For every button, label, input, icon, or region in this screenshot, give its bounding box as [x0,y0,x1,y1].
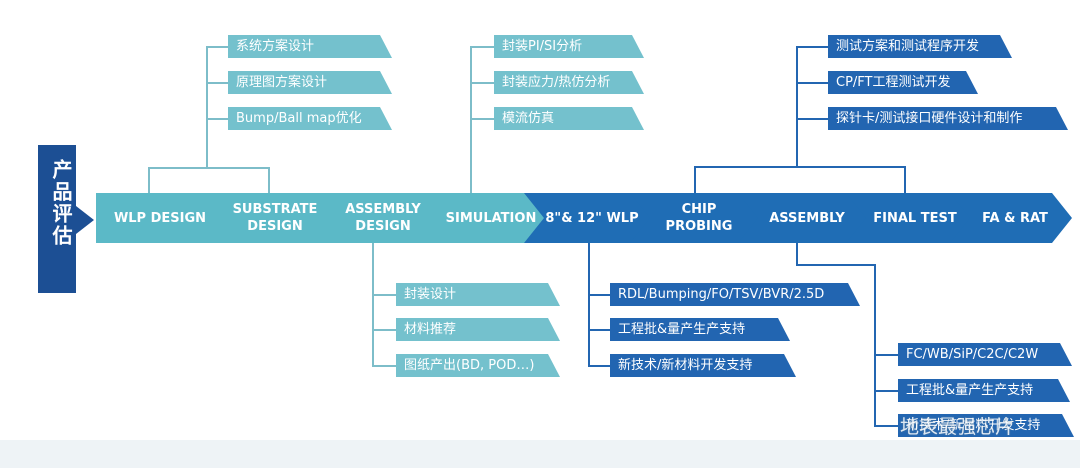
stage-label: WLP DESIGN [113,210,207,226]
connector [148,168,150,193]
connector [588,294,610,296]
connector [588,243,590,366]
probing-item: 测试方案和测试程序开发 [828,35,1012,58]
connector [694,167,696,193]
stage-label: ASSEMBLY DESIGN [345,202,421,234]
connector [372,294,396,296]
connector [796,243,798,265]
connector [874,425,898,427]
assembly-item: 新技术/新材料开发支持 [898,414,1074,437]
bottom-band [0,440,1080,468]
stage-substrate-design: SUBSTRATE DESIGN [206,193,336,243]
design-item: 原理图方案设计 [228,71,392,94]
start-arrow [76,206,94,234]
product-evaluation-label: 产品评估 [49,159,73,247]
probing-item: 探针卡/测试接口硬件设计和制作 [828,107,1068,130]
connector [588,365,610,367]
connector [904,167,906,193]
connector [470,118,494,120]
connector [206,82,228,84]
stage-label: FA & RAT [982,210,1048,226]
connector [796,82,828,84]
connector [874,390,898,392]
stage-wlp-design: WLP DESIGN [96,193,228,243]
stage-label: CHIP PROBING [665,202,733,234]
product-evaluation-block: 产品评估 [38,145,76,293]
simulation-item: 模流仿真 [494,107,644,130]
wlp-item: RDL/Bumping/FO/TSV/BVR/2.5D [610,283,860,306]
connector [372,243,374,366]
connector [470,46,494,48]
probing-item: CP/FT工程测试开发 [828,71,978,94]
assembly-item: FC/WB/SiP/C2C/C2W [898,343,1072,366]
connector [206,46,208,168]
stage-label: SUBSTRATE DESIGN [232,202,318,234]
stage-label: FINAL TEST [873,210,957,226]
assembly-design-item: 图纸产出(BD, POD…) [396,354,560,377]
stage-final-test: FINAL TEST [846,193,976,243]
connector [588,329,610,331]
stage-label: ASSEMBLY [769,210,845,226]
simulation-item: 封装PI/SI分析 [494,35,644,58]
stage-fa-rat: FA & RAT [950,193,1072,243]
wlp-item: 工程批&量产生产支持 [610,318,790,341]
stage-assembly: ASSEMBLY [738,193,868,243]
connector [268,168,270,193]
connector [206,118,228,120]
stage-chip-probing: CHIP PROBING [630,193,760,243]
connector [372,329,396,331]
connector [206,46,228,48]
connector [148,167,270,169]
stage-label: 8"& 12" WLP [545,210,639,226]
connector [796,46,828,48]
stage-label: SIMULATION [445,210,537,226]
watermark: 地表最强芯片 [900,416,1015,438]
assembly-item: 工程批&量产生产支持 [898,379,1070,402]
assembly-design-item: 材料推荐 [396,318,560,341]
stage-wlp: 8"& 12" WLP [524,193,652,243]
wlp-item: 新技术/新材料开发支持 [610,354,796,377]
assembly-design-item: 封装设计 [396,283,560,306]
connector [796,264,876,266]
connector [470,82,494,84]
design-item: Bump/Ball map优化 [228,107,392,130]
connector [796,46,798,167]
connector [796,118,828,120]
connector [874,264,876,426]
simulation-item: 封装应力/热仿分析 [494,71,644,94]
connector [694,166,906,168]
design-item: 系统方案设计 [228,35,392,58]
stage-simulation: SIMULATION [422,193,552,243]
connector [874,354,898,356]
stage-assembly-design: ASSEMBLY DESIGN [314,193,444,243]
connector [372,365,396,367]
